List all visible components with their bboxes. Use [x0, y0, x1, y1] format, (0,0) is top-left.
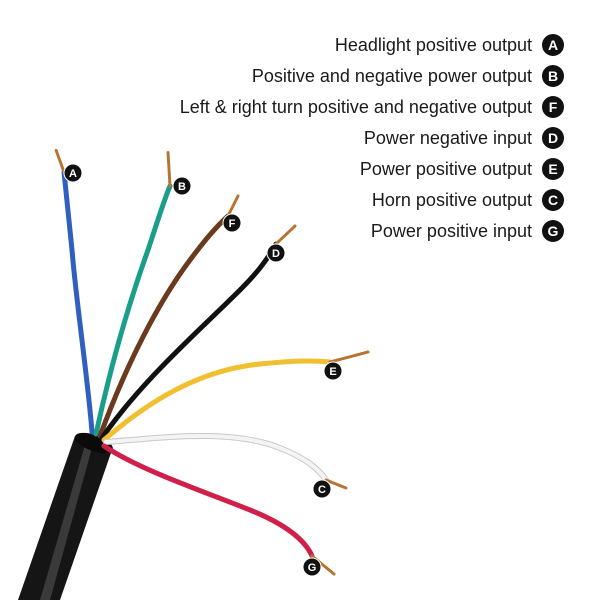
wire-c-outline	[103, 432, 329, 483]
legend-item-F: Left & right turn positive and negative …	[180, 94, 564, 120]
wire-badge-b: B	[172, 176, 192, 196]
legend-item-B: Positive and negative power output B	[252, 63, 564, 89]
wire-c	[104, 433, 328, 482]
badge-circle	[172, 176, 192, 196]
letter-badge: A	[542, 34, 564, 56]
legend-label: Power positive output	[359, 158, 532, 179]
letter-badge: D	[542, 127, 564, 149]
copper-tip-c	[324, 478, 348, 490]
badge-circle	[63, 163, 83, 183]
badge-circle	[266, 243, 286, 263]
badge-letter: E	[329, 366, 336, 378]
copper-tip-e	[328, 350, 370, 364]
legend-item-A: Headlight positive output A	[335, 32, 564, 58]
letter-badge: F	[542, 96, 564, 118]
cable-highlight	[40, 445, 92, 600]
wire-badge-f: F	[222, 213, 242, 233]
badge-letter: G	[308, 562, 317, 574]
wire-badge-c: C	[312, 479, 332, 499]
copper-tip-f	[226, 194, 240, 218]
badge-circle	[302, 557, 322, 577]
legend-label: Horn positive output	[371, 189, 532, 210]
badge-circle	[323, 361, 343, 381]
wire-b	[93, 183, 173, 437]
badge-letter: D	[272, 248, 280, 260]
legend-label: Power negative input	[363, 127, 532, 148]
legend-item-E: Power positive output E	[360, 156, 564, 182]
legend-label: Positive and negative power output	[251, 65, 532, 86]
copper-tip-a	[54, 148, 66, 174]
wire-e	[101, 358, 333, 443]
wire-badge-a: A	[63, 163, 83, 183]
legend-label: Headlight positive output	[334, 34, 532, 55]
letter-badge: C	[542, 189, 564, 211]
legend-label: Power positive input	[370, 220, 532, 241]
letter-badge: B	[542, 65, 564, 87]
copper-tip-d	[274, 224, 297, 246]
wire-d	[99, 241, 279, 441]
badge-letter: C	[318, 484, 326, 496]
wire-badge-g: G	[302, 557, 322, 577]
badge-circle	[222, 213, 242, 233]
wire-a	[61, 169, 95, 435]
wire-g	[101, 443, 315, 559]
letter-badge: E	[542, 158, 564, 180]
legend-item-D: Power negative input D	[364, 125, 564, 151]
letter-badge: G	[542, 220, 564, 242]
wire-badge-e: E	[323, 361, 343, 381]
badge-letter: A	[69, 168, 77, 180]
legend-item-C: Horn positive output C	[372, 187, 564, 213]
legend-item-G: Power positive input G	[371, 218, 564, 244]
badge-letter: F	[229, 218, 236, 230]
badge-letter: B	[178, 181, 186, 193]
wire-badge-d: D	[266, 243, 286, 263]
legend-label: Left & right turn positive and negative …	[179, 96, 532, 117]
wire-f	[97, 213, 231, 439]
copper-tip-b	[166, 150, 172, 188]
badge-circle	[312, 479, 332, 499]
